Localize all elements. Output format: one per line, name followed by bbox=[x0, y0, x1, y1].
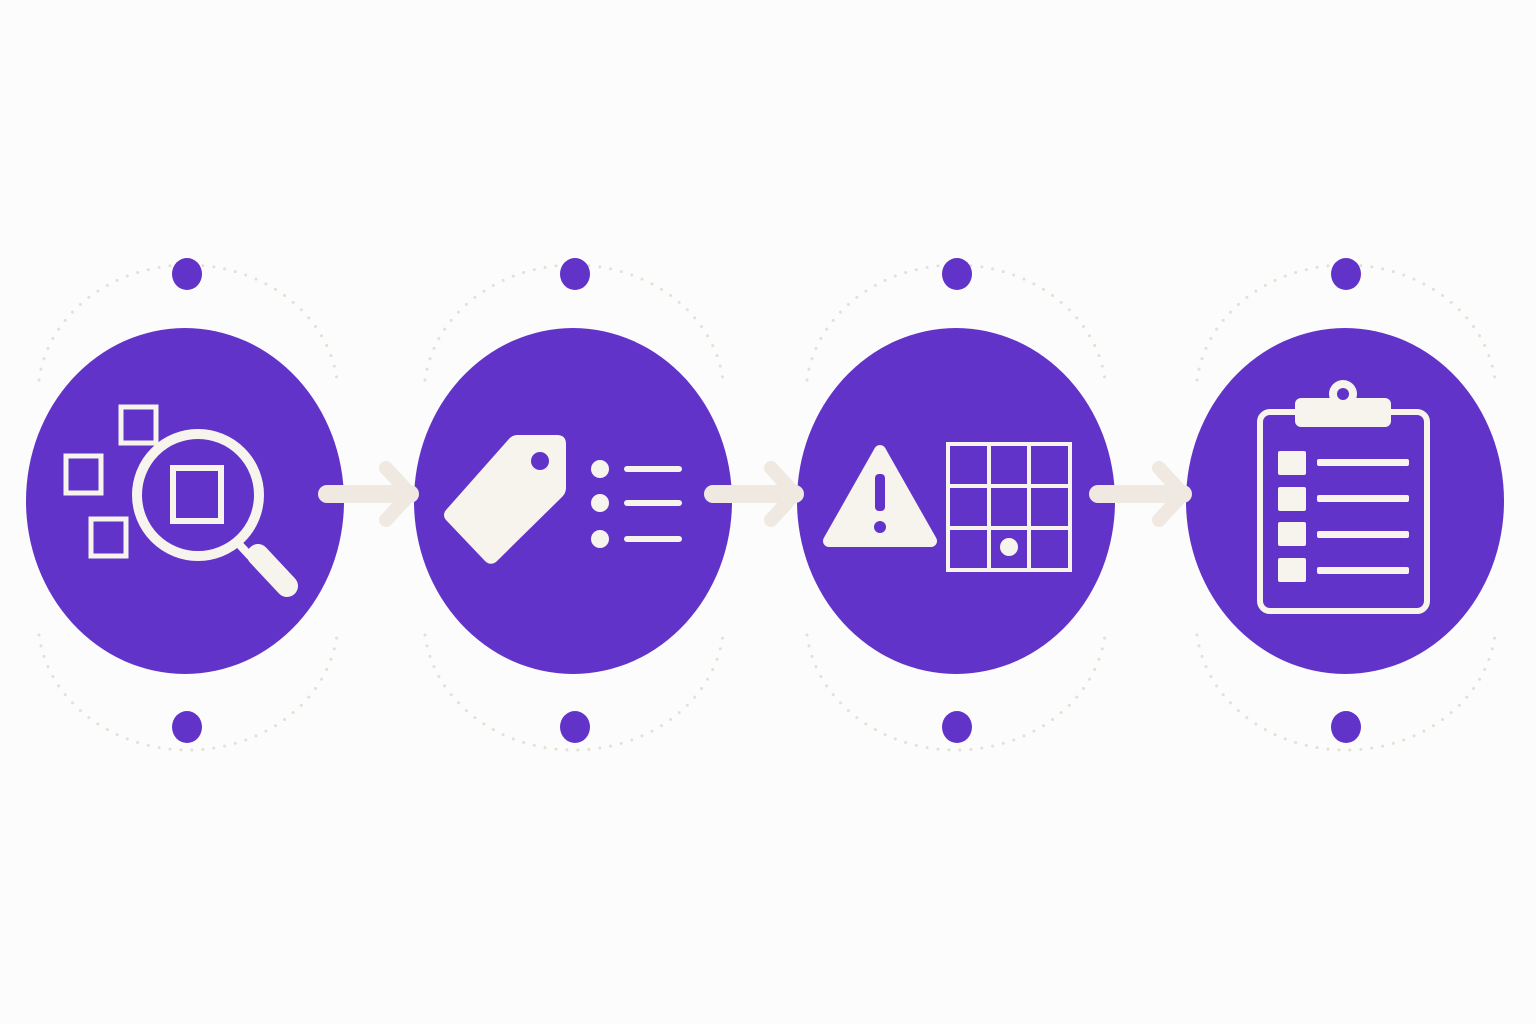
marker-dot-4-bottom bbox=[1331, 711, 1361, 743]
step-node-3 bbox=[797, 328, 1115, 674]
clipboard-clip-icon bbox=[1295, 398, 1391, 427]
arrow-right-icon bbox=[1089, 461, 1192, 527]
checklist-icon bbox=[1278, 451, 1409, 582]
tag-with-list-icon bbox=[444, 435, 682, 564]
magnifier-lens-icon bbox=[132, 429, 264, 561]
step-node-2 bbox=[414, 328, 732, 674]
square-icon bbox=[63, 453, 104, 496]
magnifier-handle-icon bbox=[247, 544, 298, 597]
square-icon bbox=[170, 465, 224, 524]
clipboard-ring-hole-icon bbox=[1337, 388, 1349, 400]
marker-dots bbox=[172, 258, 1361, 743]
square-icon bbox=[118, 404, 159, 446]
orbit-ring-1-top bbox=[37, 263, 339, 382]
grid-icon bbox=[946, 442, 1072, 572]
orbit-ring-3-top bbox=[805, 263, 1107, 382]
square-icon bbox=[88, 516, 129, 559]
orbit-ring-1-bottom bbox=[37, 633, 339, 752]
orbit-ring-4-top bbox=[1195, 263, 1497, 382]
marker-dot-3-bottom bbox=[942, 711, 972, 743]
orbit-ring-4-bottom bbox=[1195, 633, 1497, 752]
arrow-right-icon bbox=[318, 461, 419, 527]
magnifier-over-squares-icon bbox=[63, 404, 298, 597]
marker-dot-2-top bbox=[560, 258, 590, 290]
arrow-right-icon bbox=[704, 461, 804, 527]
marker-dot-2-bottom bbox=[560, 711, 590, 743]
orbit-ring-2-top bbox=[423, 263, 725, 382]
tag-hole-icon bbox=[531, 452, 549, 470]
orbit-rings bbox=[37, 263, 1497, 752]
warning-triangle-with-grid-icon bbox=[823, 442, 1072, 572]
exclamation-bar-icon bbox=[875, 474, 885, 511]
marker-dot-1-top bbox=[172, 258, 202, 290]
connectors bbox=[318, 461, 1192, 527]
orbit-ring-2-bottom bbox=[423, 633, 725, 752]
marker-dot-4-top bbox=[1331, 258, 1361, 290]
marker-dot-1-bottom bbox=[172, 711, 202, 743]
bullet-list-icon bbox=[591, 460, 682, 548]
exclamation-dot-icon bbox=[874, 521, 886, 533]
marker-dot-3-top bbox=[942, 258, 972, 290]
clipboard-checklist-icon bbox=[1257, 380, 1430, 614]
grid-marker-dot-icon bbox=[1000, 538, 1018, 556]
orbit-ring-3-bottom bbox=[805, 633, 1107, 752]
